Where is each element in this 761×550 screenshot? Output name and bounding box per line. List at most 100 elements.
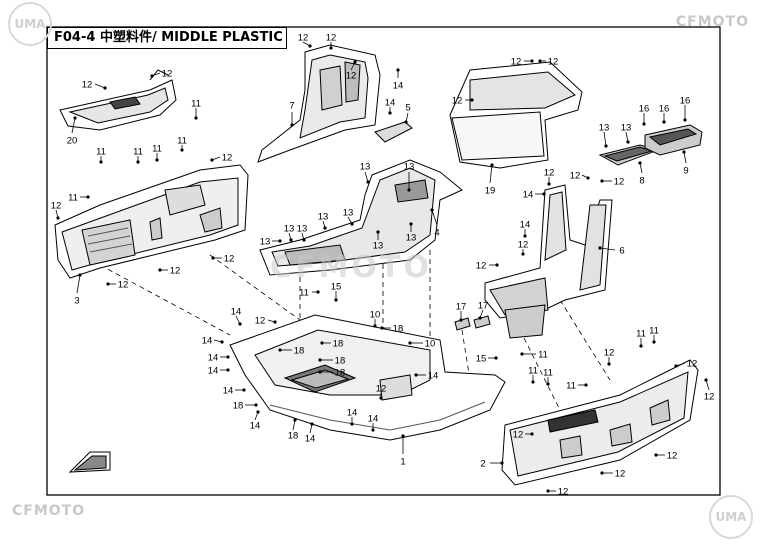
callout-leader-end xyxy=(654,453,658,457)
callout-leader-end xyxy=(494,356,498,360)
callout-c38: 14 xyxy=(520,220,531,238)
callout-c89: 12 xyxy=(654,451,677,462)
callout-leader-end xyxy=(638,161,642,165)
callout-label: 12 xyxy=(298,33,309,44)
callout-c5: 11 xyxy=(96,147,106,164)
callout-label: 13 xyxy=(406,233,417,244)
front-direction-arrow-icon xyxy=(68,451,111,473)
callout-leader-end xyxy=(371,428,375,432)
callout-label: 15 xyxy=(331,282,342,293)
callout-leader-end xyxy=(520,352,524,356)
callout-c1: 12 xyxy=(82,80,107,91)
callout-c45: 13 xyxy=(318,212,329,230)
callout-leader-end xyxy=(278,239,282,243)
callout-leader-end xyxy=(470,98,474,102)
callout-leader-end xyxy=(210,158,214,162)
callout-leader-end xyxy=(242,388,246,392)
callout-leader xyxy=(603,131,607,147)
callout-label: 14 xyxy=(520,220,531,231)
callout-label: 12 xyxy=(326,33,337,44)
callout-label: 12 xyxy=(548,57,559,68)
callout-c75: 18 xyxy=(288,418,298,442)
callout-c4: 11 xyxy=(191,99,201,120)
callout-c47: 13 xyxy=(284,224,295,242)
callout-label: 16 xyxy=(659,104,670,115)
callout-label: 12 xyxy=(222,153,233,164)
callout-label: 14 xyxy=(305,434,316,445)
callout-label: 13 xyxy=(284,224,295,235)
callout-leader xyxy=(364,171,369,183)
callout-label: 14 xyxy=(231,307,242,318)
callout-c12: 12 xyxy=(211,254,234,265)
callout-c10: 11 xyxy=(68,193,90,204)
callout-label: 13 xyxy=(621,123,632,134)
callout-c41: 12 xyxy=(476,261,499,272)
callout-leader-end xyxy=(254,403,258,407)
callout-label: 11 xyxy=(299,288,309,299)
callout-leader-end xyxy=(329,46,333,50)
callout-c7: 11 xyxy=(152,144,162,162)
brand-logo-bottom-left: CFMOTO xyxy=(12,503,86,519)
callout-label: 14 xyxy=(208,353,219,364)
callout-label: 11 xyxy=(538,350,548,361)
callout-leader-end xyxy=(373,324,377,328)
callout-c43: 13 xyxy=(404,162,414,192)
callout-c18: 12 xyxy=(346,60,357,82)
callout-label: 15 xyxy=(476,354,487,365)
callout-leader-end xyxy=(211,256,215,260)
callout-leader-end xyxy=(136,160,140,164)
callout-leader xyxy=(705,379,710,391)
callout-label: 13 xyxy=(318,212,329,223)
callout-label: 11 xyxy=(152,144,162,155)
callout-label: 19 xyxy=(485,186,496,197)
callout-c85: 11 xyxy=(543,368,553,386)
callout-c74: 14 xyxy=(250,410,260,432)
callout-label: 13 xyxy=(360,162,371,173)
callout-leader-end xyxy=(86,195,90,199)
callout-c39: 12 xyxy=(518,240,528,256)
callout-leader-end xyxy=(409,222,413,226)
callout-c82: 12 xyxy=(604,348,614,366)
callout-leader-end xyxy=(642,122,646,126)
callout-c64: 14 xyxy=(208,353,230,364)
callout-label: 12 xyxy=(346,71,357,82)
callout-leader-end xyxy=(56,216,60,220)
callout-c91: 12 xyxy=(600,469,625,480)
callout-leader-end xyxy=(404,120,408,124)
part-19-storage-box xyxy=(449,61,583,169)
callout-c48: 13 xyxy=(260,237,282,248)
callout-leader-end xyxy=(238,322,242,326)
callout-label: 12 xyxy=(687,359,698,370)
callout-leader-end xyxy=(626,140,630,144)
callout-leader xyxy=(431,209,438,226)
callout-leader-end xyxy=(600,471,604,475)
callout-leader-end xyxy=(408,341,412,345)
callout-c66: 18 xyxy=(318,356,345,367)
callout-leader-end xyxy=(318,370,322,374)
callout-leader-end xyxy=(542,192,546,196)
callout-leader-end xyxy=(180,148,184,152)
callout-label: 14 xyxy=(202,336,213,347)
callout-label: 18 xyxy=(333,339,344,350)
callout-leader-end xyxy=(350,422,354,426)
callout-c76: 14 xyxy=(305,422,316,445)
callout-label: 11 xyxy=(566,381,576,392)
callout-leader-end xyxy=(396,68,400,72)
page-title: F04-4 中塑料件/ MIDDLE PLASTIC xyxy=(47,27,287,49)
callout-c72: 18 xyxy=(233,401,258,412)
callout-c54: 14 xyxy=(231,307,242,326)
callout-c28: 16 xyxy=(680,96,690,122)
callout-c34: 12 xyxy=(544,168,554,186)
callout-leader-end xyxy=(586,176,590,180)
callout-c61: 18 xyxy=(320,339,343,350)
part-1-floor-tray xyxy=(229,314,506,441)
callout-label: 18 xyxy=(233,401,244,412)
callout-leader-end xyxy=(150,74,154,78)
callout-label: 18 xyxy=(335,368,346,379)
callout-leader-end xyxy=(530,432,534,436)
callout-label: 5 xyxy=(405,103,410,114)
part-17-clips xyxy=(454,315,491,331)
callout-c14: 12 xyxy=(106,280,128,291)
callout-c65: 14 xyxy=(208,366,230,377)
